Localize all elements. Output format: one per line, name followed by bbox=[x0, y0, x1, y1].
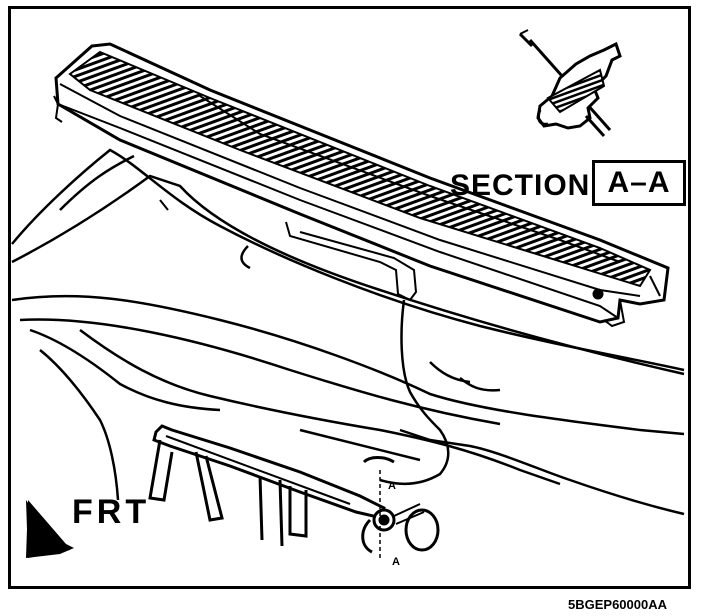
clip-detail-icon bbox=[518, 29, 622, 138]
figure-reference-code: 5BGEP60000AA bbox=[568, 597, 667, 612]
cowl-top-panel bbox=[53, 42, 670, 328]
body-outline bbox=[11, 148, 685, 516]
section-label: SECTION bbox=[450, 169, 591, 202]
cut-marker-top: A bbox=[388, 480, 396, 492]
wiper-linkage bbox=[148, 424, 440, 560]
front-arrow-icon bbox=[26, 500, 74, 558]
front-direction-label: FRT bbox=[72, 493, 151, 531]
figure-frame bbox=[8, 6, 691, 589]
cut-marker-bottom: A bbox=[392, 556, 400, 568]
section-id-box: A–A bbox=[592, 160, 686, 206]
